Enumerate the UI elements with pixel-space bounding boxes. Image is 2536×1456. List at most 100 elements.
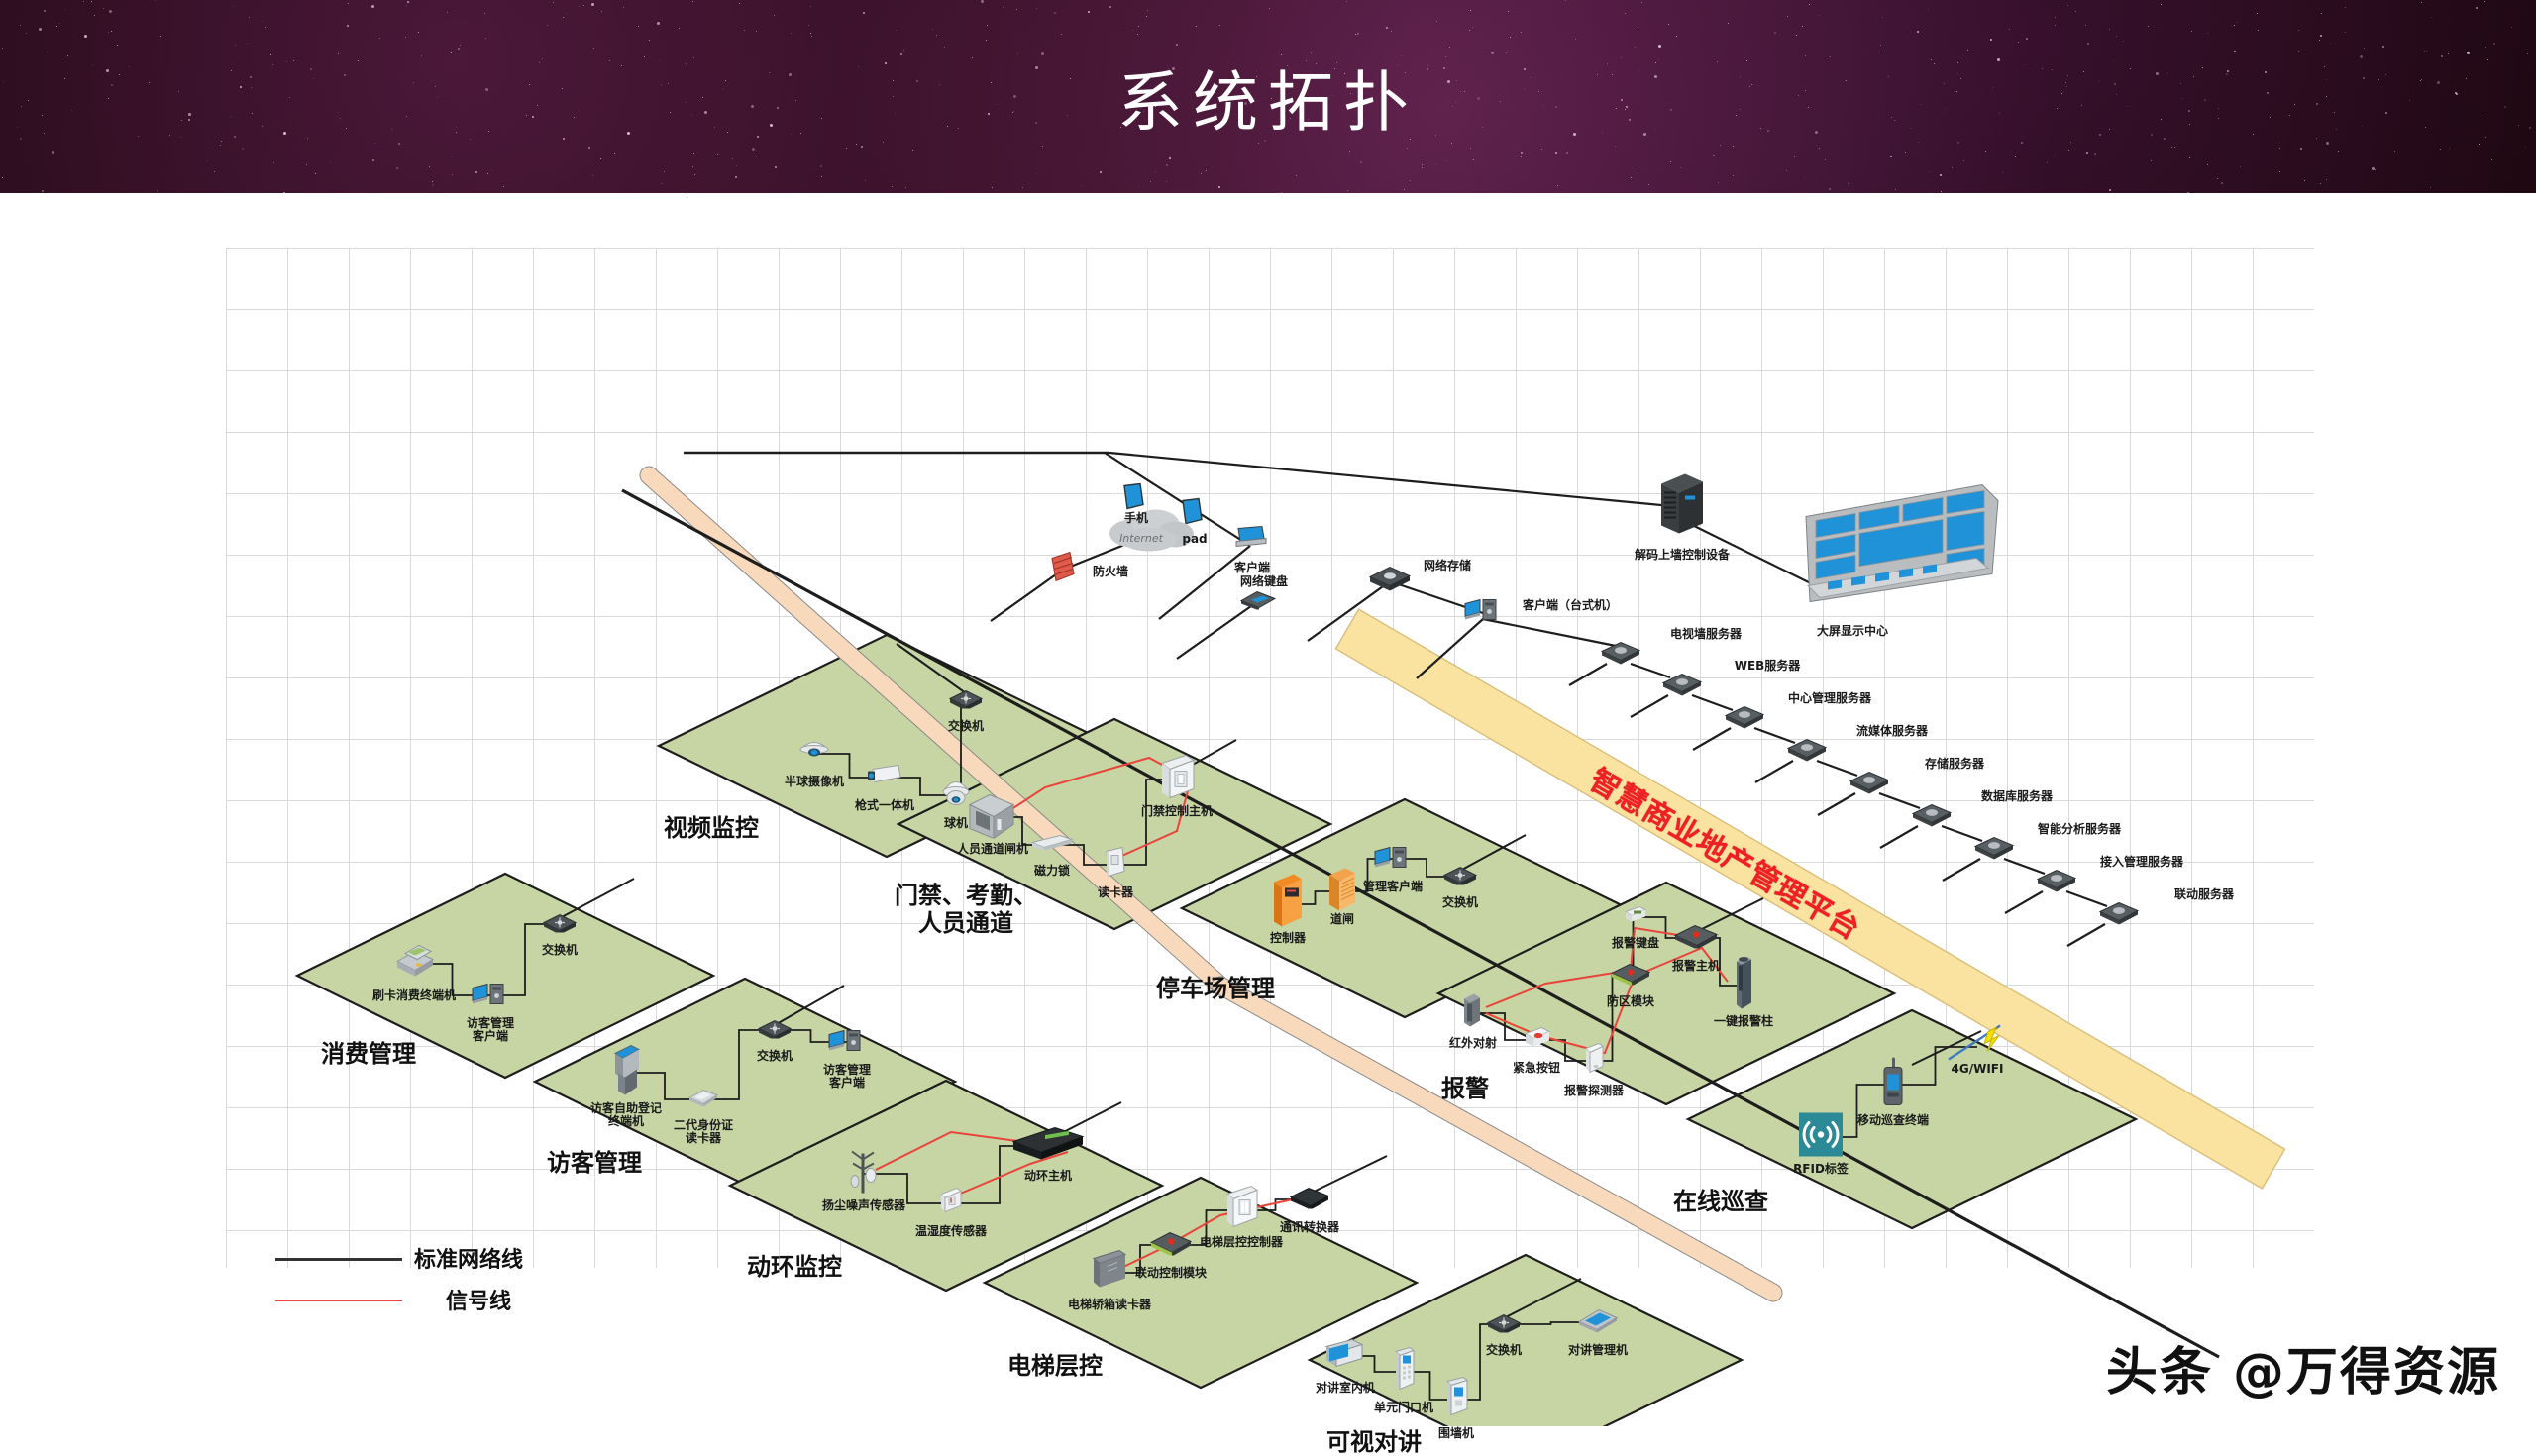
label-patrol-handheld: 移动巡查终端: [1857, 1114, 1929, 1127]
dustsensor-icon: [844, 1144, 884, 1199]
controller-icon: [1156, 754, 1198, 801]
rfid-icon: [1798, 1112, 1844, 1158]
device-video-bullet-camera: [865, 764, 904, 792]
zone-title-patrol: 在线巡查: [1673, 1188, 1768, 1215]
label-parking-barrier: 道闸: [1330, 913, 1354, 926]
label-srv_storage: 存储服务器: [1925, 758, 1984, 771]
label-elevator-linkmod: 联动控制模块: [1135, 1267, 1207, 1280]
title-banner: 系统拓扑: [0, 0, 2536, 193]
zone-title-visitor: 访客管理: [547, 1149, 642, 1177]
label-client_pc: 客户端（台式机）: [1523, 599, 1618, 612]
label-consume-pos: 刷卡消费终端机: [372, 989, 456, 1002]
label-visitor-desktop: 访客管理客户端: [823, 1064, 871, 1090]
device-visitor-desktop: [827, 1025, 867, 1060]
label-alarm-alarmkbd: 报警键盘: [1612, 937, 1659, 950]
network-line: [897, 644, 966, 693]
server-icon: [1971, 834, 2017, 860]
alarmpost-icon: [1732, 954, 1755, 1013]
firewall-icon: [1048, 551, 1078, 584]
node-internet: [1102, 502, 1197, 559]
device-consume-desktop: [471, 979, 510, 1013]
device-parking-desktop: [1373, 842, 1413, 877]
rack-icon: [1655, 472, 1709, 538]
device-access-turnstile: [964, 791, 1021, 844]
node-decoder: [1655, 472, 1709, 543]
label-alarm-beam: 红外对射: [1449, 1037, 1497, 1050]
watermark: 头条 @万得资源: [2106, 1330, 2500, 1404]
node-client_lt: [1232, 525, 1268, 556]
device-consume-pos: [391, 940, 437, 988]
zone-title-access: 门禁、考勤、人员通道: [895, 882, 1037, 937]
device-intercom-switch: [1484, 1311, 1524, 1338]
label-videowall: 大屏显示中心: [1817, 625, 1888, 638]
legend-line-signal: [275, 1300, 402, 1301]
label-consume-desktop: 访客管理客户端: [467, 1017, 514, 1043]
signal-line: [1486, 982, 1633, 1053]
server-icon: [1847, 769, 1892, 794]
label-srv_web: WEB服务器: [1735, 660, 1801, 673]
label-intercom-switch: 交换机: [1486, 1344, 1522, 1357]
device-parking-parkingpost: [1268, 873, 1308, 937]
doorstation-icon: [1391, 1346, 1417, 1394]
zone-title-consume: 消费管理: [321, 1040, 416, 1068]
label-elevator-liftctrl: 电梯层控控制器: [1200, 1236, 1283, 1249]
intercomhost-icon: [1575, 1306, 1621, 1334]
label-access-controller: 门禁控制主机: [1141, 805, 1213, 818]
label-net_kbd: 网络键盘: [1240, 575, 1288, 588]
device-elevator-liftctrl: [1221, 1185, 1261, 1237]
pos-icon: [391, 940, 437, 984]
server-srv_media: [1784, 736, 1830, 767]
label-elevator-liftreader: 电梯轿箱读卡器: [1068, 1299, 1151, 1311]
device-intercom-doorstation: [1391, 1346, 1417, 1399]
desktop-icon: [1373, 842, 1413, 872]
alarmmod-icon: [1608, 962, 1653, 986]
label-env-thsensor: 温湿度传感器: [915, 1225, 987, 1238]
label-visitor-idreader: 二代身份证读卡器: [674, 1119, 733, 1145]
label-alarm-alarmpost: 一键报警柱: [1714, 1015, 1773, 1028]
server-srv_linkage: [2096, 899, 2142, 930]
handheld-icon: [1879, 1057, 1907, 1108]
node-net_store: [1366, 564, 1414, 596]
server-srv_web: [1659, 671, 1705, 701]
bullet-camera-icon: [865, 764, 904, 787]
label-access-maglock: 磁力锁: [1034, 865, 1070, 878]
device-intercom-intercomhost: [1575, 1306, 1621, 1339]
desktop-icon: [827, 1025, 867, 1055]
label-srv_center: 中心管理服务器: [1788, 692, 1871, 705]
device-patrol-handheld: [1879, 1057, 1907, 1113]
label-video-dome-camera: 半球摄像机: [785, 776, 844, 788]
laptop-icon: [1232, 525, 1268, 551]
label-visitor-kiosk: 访客自助登记终端机: [590, 1102, 662, 1128]
desktop-icon: [1463, 594, 1503, 624]
label-alarm-detector: 报警探测器: [1564, 1085, 1624, 1097]
server-srv_tvwall: [1598, 639, 1643, 670]
device-intercom-indoor: [1322, 1337, 1368, 1376]
node-net_kbd: [1237, 588, 1279, 615]
zone-title-intercom: 可视对讲: [1326, 1428, 1422, 1456]
label-parking-desktop: 管理客户端: [1363, 881, 1423, 893]
network-line: [622, 490, 2219, 1357]
server-icon: [2096, 899, 2142, 925]
zone-title-parking: 停车场管理: [1156, 975, 1275, 1002]
label-video-ptz-camera: 球机: [944, 817, 968, 830]
label-srv_linkage: 联动服务器: [2174, 888, 2234, 901]
server-icon: [1784, 736, 1830, 762]
server-icon: [1598, 639, 1643, 665]
device-consume-switch: [540, 911, 580, 938]
label-pad: pad: [1182, 533, 1207, 546]
server-icon: [2034, 867, 2079, 892]
switch-icon: [1440, 864, 1480, 885]
node-videowall: [1798, 483, 2006, 617]
device-visitor-kiosk: [609, 1040, 643, 1106]
label-firewall: 防火墙: [1093, 566, 1128, 578]
node-firewall: [1048, 551, 1078, 589]
page-title: 系统拓扑: [0, 0, 2536, 193]
label-alarm-panic: 紧急按钮: [1513, 1062, 1560, 1075]
device-env-thsensor: [937, 1187, 965, 1221]
device-intercom-wallstation: [1442, 1376, 1470, 1424]
desktop-icon: [471, 979, 510, 1008]
label-patrol-wireless: 4G/WIFI: [1952, 1063, 2004, 1076]
panic-icon: [1522, 1025, 1551, 1051]
device-alarm-beam: [1458, 991, 1488, 1036]
